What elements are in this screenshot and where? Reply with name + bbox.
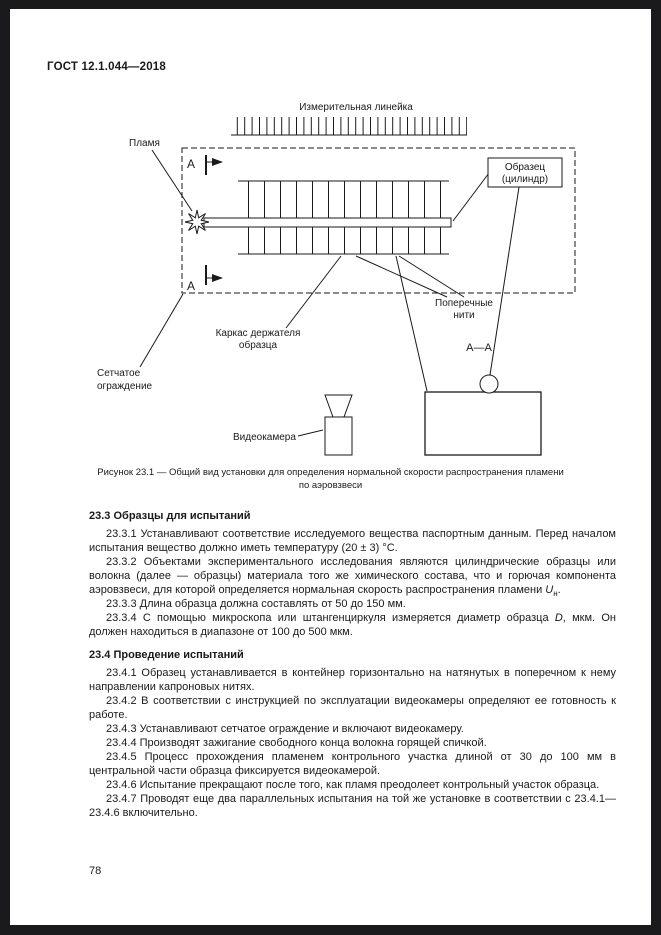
camera-lens-cone	[324, 394, 353, 418]
section-23-4-heading: 23.4 Проведение испытаний	[89, 649, 244, 661]
page-number: 78	[89, 865, 102, 877]
symbol-u-subscript: н	[553, 589, 558, 599]
camera-body	[324, 416, 353, 456]
figure-23-1-diagram: Измерительная линейка Пламя А А Образец …	[97, 102, 576, 456]
symbol-d: D	[554, 612, 563, 624]
camera-leader-line	[297, 429, 324, 437]
container-section-view	[424, 391, 542, 456]
paragraph-23-3-4-end: , мкм. Он должен находиться в диапазоне …	[89, 612, 616, 638]
flame-label: Пламя	[129, 138, 160, 149]
mesh-label-line1: Сетчатое	[97, 368, 141, 379]
mesh-enclosure-outline	[181, 147, 576, 294]
symbol-u: U	[545, 584, 554, 596]
document-header: ГОСТ 12.1.044—2018	[47, 61, 166, 73]
paragraph-23-3-4: 23.3.4 С помощью микроскопа или штангенц…	[89, 611, 616, 639]
paragraph-23-4-7: 23.4.7 Проводят еще два параллельных исп…	[89, 793, 616, 819]
paragraph-23-3-2: 23.3.2 Объектами экспериментального иссл…	[89, 555, 616, 599]
paragraph-23-4-5: 23.4.5 Процесс прохождения пламенем конт…	[89, 751, 616, 777]
ruler-label: Измерительная линейка	[299, 102, 413, 113]
paragraph-23-3-2-text: 23.3.2 Объектами экспериментального иссл…	[89, 556, 616, 596]
frame-leader-line	[285, 255, 342, 329]
paragraph-23-4-3: 23.4.3 Устанавливают сетчатое ограждение…	[106, 723, 464, 735]
figure-caption: Рисунок 23.1 — Общий вид установки для о…	[10, 466, 651, 492]
threads-label-line1: Поперечные	[435, 298, 493, 309]
specimen-leader-line-2	[489, 186, 520, 376]
paragraph-23-3-1: 23.3.1 Устанавливают соответствие исслед…	[89, 528, 616, 554]
camera-label: Видеокамера	[233, 432, 296, 443]
specimen-leader-line-1	[452, 172, 490, 222]
threads-leader-line-2	[398, 255, 465, 298]
cut-label-bottom: А	[187, 279, 195, 293]
frame-projection-line	[395, 255, 428, 392]
document-body: 23.3 Образцы для испытаний 23.3.1 Устана…	[89, 500, 616, 820]
specimen-cross-section-circle	[479, 374, 499, 394]
section-view-label: А—А	[466, 342, 492, 354]
section-23-3-heading: 23.3 Образцы для испытаний	[89, 510, 251, 522]
paragraph-23-4-1: 23.4.1 Образец устанавливается в контейн…	[89, 667, 616, 693]
specimen-label-line2: (цилиндр)	[502, 174, 548, 185]
frame-label-line2: образца	[239, 339, 278, 351]
cut-label-top: А	[187, 157, 195, 171]
measuring-ruler-ticks	[231, 117, 467, 135]
flame-leader-line	[151, 149, 193, 212]
specimen-callout-box	[487, 157, 563, 188]
paragraph-23-3-2-end: .	[557, 584, 561, 596]
figure-caption-line2: по аэровзвеси	[298, 480, 363, 491]
frame-label-line1: Каркас держателя	[216, 328, 301, 339]
paragraph-23-3-3: 23.3.3 Длина образца должна составлять о…	[106, 598, 406, 610]
paragraph-23-4-6: 23.4.6 Испытание прекращают после того, …	[106, 779, 600, 791]
document-page: ГОСТ 12.1.044—2018	[10, 9, 651, 925]
threads-label-line2: нити	[453, 310, 474, 321]
specimen-label-line1: Образец	[505, 161, 546, 173]
flame-icon	[184, 209, 210, 235]
specimen-bar	[203, 217, 452, 228]
mesh-leader-line	[139, 293, 184, 368]
paragraph-23-3-4-text: 23.3.4 С помощью микроскопа или штангенц…	[106, 612, 555, 624]
figure-caption-line1: Рисунок 23.1 — Общий вид установки для о…	[97, 467, 564, 478]
paragraph-23-4-4: 23.4.4 Производят зажигание свободного к…	[106, 737, 487, 749]
mesh-label-line2: ограждение	[97, 381, 153, 392]
threads-leader-line-1	[355, 255, 448, 298]
paragraph-23-4-2: 23.4.2 В соответствии с инструкцией по э…	[89, 695, 616, 721]
